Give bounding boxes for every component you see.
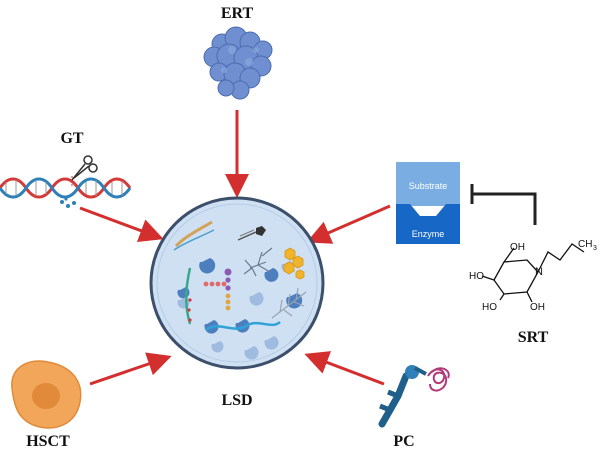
- lysosome-cell: [149, 196, 325, 370]
- label-ert: ERT: [221, 5, 254, 22]
- arrow-gt-to-lsd: [79, 206, 164, 242]
- molecule-oh-top: OH: [510, 242, 525, 253]
- label-lsd: LSD: [221, 392, 252, 409]
- label-srt: SRT: [518, 329, 549, 346]
- molecule-ch3: CH: [578, 239, 592, 250]
- scissors-icon: [71, 155, 98, 186]
- molecule-oh-bottom: OH: [530, 302, 545, 313]
- arrow-hsct-to-lsd: [89, 352, 172, 386]
- dna-double-helix-icon: [0, 177, 132, 208]
- label-gt: GT: [60, 130, 83, 147]
- molecule-n: N: [535, 266, 543, 278]
- molecule-ch3-subscript: 3: [593, 245, 597, 252]
- miglustat-molecule-structure: OH CH 3 N HO HO OH: [469, 239, 597, 313]
- molecule-ho-bottom: HO: [482, 302, 497, 313]
- arrow-pc-to-lsd: [304, 351, 385, 386]
- substrate-text: Substrate: [409, 181, 448, 191]
- arrow-srt-to-lsd: [306, 204, 391, 244]
- label-pc: PC: [393, 433, 414, 450]
- hematopoietic-stem-cell-icon: [11, 360, 82, 429]
- pharmacological-chaperone-icon: [378, 365, 450, 428]
- lysosome-contents: [173, 220, 307, 360]
- molecule-ho-left: HO: [469, 271, 484, 282]
- ert-enzyme-protein-icon: [203, 26, 273, 100]
- label-hsct: HSCT: [26, 433, 70, 450]
- enzyme-text: Enzyme: [412, 229, 445, 239]
- inhibition-bar-icon: [470, 184, 537, 225]
- substrate-enzyme-box: Substrate Enzyme: [396, 162, 460, 244]
